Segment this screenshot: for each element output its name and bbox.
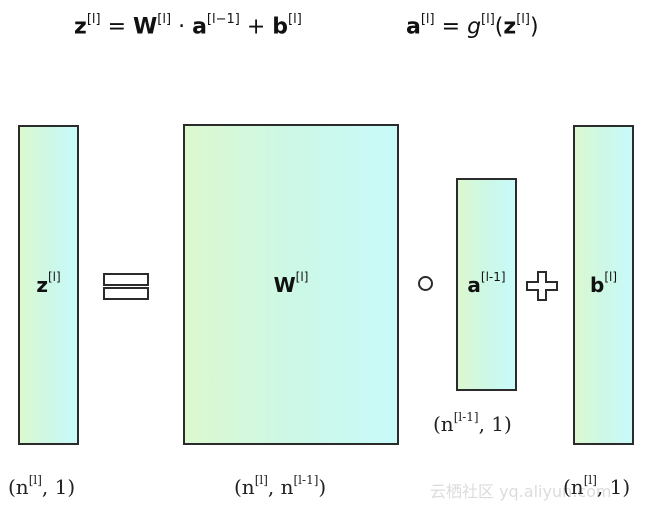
activation-open-paren: (	[494, 14, 504, 40]
dim-b-sup: [l]	[583, 473, 597, 488]
matrix-z: z[l]	[18, 125, 79, 445]
formula-a-symbol: a	[192, 14, 207, 40]
formula-b-sup: [l]	[288, 12, 302, 27]
dim-a-sup: [l-1]	[453, 410, 479, 425]
dim-b-suffix: , 1)	[596, 475, 631, 499]
activation-close-paren: )	[529, 14, 539, 40]
activation-equals: =	[441, 14, 461, 40]
matrix-b-symbol: b	[589, 273, 605, 297]
matrix-z-label: z[l]	[36, 270, 61, 297]
equals-bottom-bar	[103, 287, 149, 300]
activation-a-symbol: a	[406, 14, 421, 40]
dim-w-suffix: )	[318, 475, 327, 499]
activation-z-sup: [l]	[516, 12, 530, 27]
dim-w-sup2: [l-1]	[293, 473, 319, 488]
formula-w-sup: [l]	[157, 12, 172, 27]
dim-w-mid: , n	[267, 475, 294, 499]
matrix-w-dimensions: (n[l], n[l-1])	[234, 473, 327, 499]
dim-w-prefix: (n	[234, 475, 255, 499]
dot-operator-icon	[418, 276, 433, 291]
matrix-w-symbol: W	[273, 272, 296, 297]
dim-b-prefix: (n	[563, 475, 584, 499]
matrix-w: W[l]	[183, 124, 399, 445]
plus-operator-icon	[526, 271, 558, 301]
formula-z-symbol: z	[74, 14, 87, 40]
formula-b-symbol: b	[272, 14, 289, 40]
dim-z-sup: [l]	[28, 473, 42, 488]
matrix-a-dimensions: (n[l-1], 1)	[433, 410, 512, 436]
matrix-a-label: a[l-1]	[467, 269, 506, 297]
dim-w-sup1: [l]	[254, 473, 268, 488]
formula-plus: +	[246, 14, 266, 40]
formula-w-symbol: W	[133, 14, 158, 40]
formula-equals: =	[107, 14, 127, 40]
matrix-z-sup: [l]	[47, 270, 61, 285]
activation-formula: a[l] = g[l](z[l])	[406, 12, 539, 40]
matrix-b: b[l]	[573, 125, 634, 445]
equals-operator-icon	[103, 273, 149, 300]
activation-g-symbol: g	[467, 14, 482, 40]
dim-a-suffix: , 1)	[478, 412, 512, 436]
matrix-w-sup: [l]	[295, 269, 309, 284]
formula-a-sup: [l−1]	[206, 12, 240, 27]
matrix-b-dimensions: (n[l], 1)	[563, 473, 631, 499]
activation-a-sup: [l]	[420, 12, 435, 27]
formula-z-sup: [l]	[86, 12, 101, 27]
forward-linear-formula: z[l] = W[l] · a[l−1] + b[l]	[74, 12, 302, 40]
dim-z-prefix: (n	[8, 475, 29, 499]
dim-z-suffix: , 1)	[41, 475, 76, 499]
formula-dot: ·	[178, 14, 186, 40]
dim-a-prefix: (n	[433, 412, 454, 436]
matrix-b-sup: [l]	[604, 270, 618, 285]
matrix-z-dimensions: (n[l], 1)	[8, 473, 76, 499]
matrix-a-sup: [l-1]	[480, 269, 506, 284]
watermark: 云栖社区 yq.aliyun.com	[430, 482, 612, 501]
equals-top-bar	[103, 273, 149, 286]
matrix-b-label: b[l]	[589, 270, 618, 297]
activation-z-symbol: z	[503, 14, 517, 40]
activation-g-sup: [l]	[481, 12, 495, 27]
matrix-z-symbol: z	[36, 273, 48, 297]
matrix-w-label: W[l]	[273, 269, 309, 297]
matrix-a-symbol: a	[467, 272, 481, 297]
matrix-a: a[l-1]	[456, 178, 517, 391]
